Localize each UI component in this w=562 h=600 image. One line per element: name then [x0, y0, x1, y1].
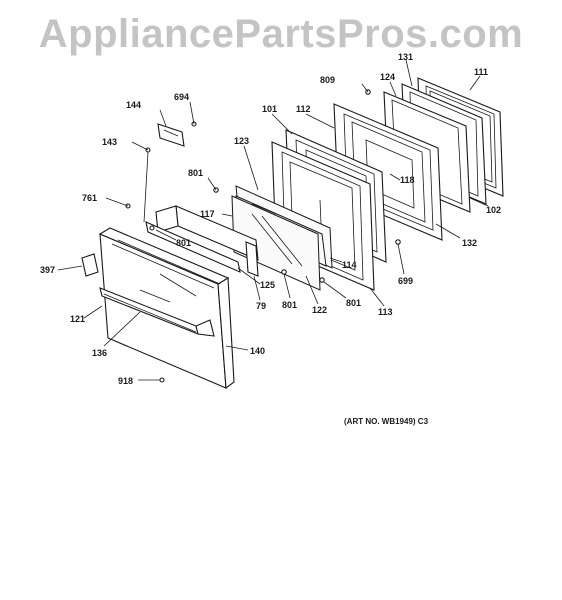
bracket-144 — [157, 123, 185, 147]
strip-79 — [245, 241, 259, 277]
label-111: 111 — [474, 67, 488, 77]
label-801-c: 801 — [282, 300, 297, 310]
label-125: 125 — [260, 280, 275, 290]
label-144: 144 — [126, 100, 141, 110]
label-101: 101 — [262, 104, 277, 114]
label-801-a: 801 — [188, 168, 203, 178]
label-123: 123 — [234, 136, 249, 146]
label-102: 102 — [486, 205, 501, 215]
label-112: 112 — [296, 104, 311, 114]
label-117: 117 — [200, 209, 215, 219]
label-140: 140 — [250, 346, 265, 356]
label-136: 136 — [92, 348, 107, 358]
label-113: 113 — [378, 307, 393, 317]
screws — [125, 89, 401, 383]
handle-136 — [99, 287, 215, 337]
label-122: 122 — [312, 305, 327, 315]
label-79: 79 — [256, 301, 266, 311]
label-761: 761 — [82, 193, 97, 203]
label-114: 114 — [342, 260, 357, 270]
insulation-panel — [155, 205, 259, 261]
label-121: 121 — [70, 314, 85, 324]
part-labels: 131 111 809 124 144 694 101 112 143 123 … — [40, 52, 501, 426]
art-number: (ART NO. WB1949) C3 — [344, 417, 429, 426]
label-118: 118 — [400, 175, 415, 185]
label-131: 131 — [398, 52, 413, 62]
label-699: 699 — [398, 276, 413, 286]
label-397: 397 — [40, 265, 55, 275]
label-918: 918 — [118, 376, 133, 386]
leader-lines — [57, 59, 489, 381]
label-143: 143 — [102, 137, 117, 147]
label-801-d: 801 — [346, 298, 361, 308]
watermark-text: AppliancePartsPros.com — [38, 12, 524, 56]
label-132: 132 — [462, 238, 477, 248]
outer-door-121 — [98, 227, 235, 390]
strip-125 — [145, 221, 241, 273]
label-801-b: 801 — [176, 238, 191, 248]
label-809: 809 — [320, 75, 335, 85]
label-124: 124 — [380, 72, 395, 82]
label-694: 694 — [174, 92, 189, 102]
hinge-397 — [81, 253, 99, 277]
